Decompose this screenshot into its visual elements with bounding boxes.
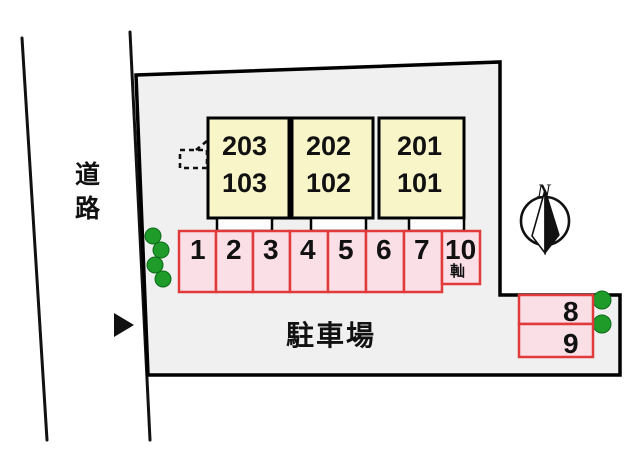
compass-north-label: N	[537, 181, 551, 202]
shrub-icon	[592, 314, 612, 334]
unit-label-201: 201	[397, 131, 443, 161]
unit-label-202: 202	[306, 131, 352, 161]
parking-stall-label-6: 6	[376, 234, 392, 265]
parking-stall-label-4: 4	[300, 234, 316, 265]
unit-2-entry-tab	[309, 216, 368, 233]
unit-label-102: 102	[306, 168, 352, 198]
shrub-icon	[152, 241, 170, 259]
parking-stall-label-2: 2	[226, 234, 242, 265]
parking-stall-kei-note: 軕	[450, 262, 466, 280]
entrance-arrow-icon	[114, 313, 134, 337]
parking-stall-shape[interactable]	[517, 322, 595, 359]
building-unit-3-shape	[206, 116, 291, 220]
road-far-edge	[20, 36, 49, 442]
shrub-icon	[146, 256, 164, 274]
parking-lot-title: 駐車場	[286, 319, 377, 352]
parking-stall-label-10: 10	[445, 234, 477, 265]
parking-stall-label-5: 5	[338, 234, 354, 265]
parking-row-main	[177, 229, 444, 294]
dashed-callout-tick	[195, 139, 208, 152]
shrub-icon	[144, 227, 162, 245]
unit-1-entry-tab	[407, 216, 466, 233]
unit-label-203: 203	[222, 131, 268, 161]
parking-stall-shape[interactable]	[517, 293, 595, 326]
building-unit-2-shape	[290, 116, 375, 220]
road-label-char-1: 道	[75, 160, 101, 189]
compass-rose-icon	[519, 189, 571, 256]
parking-stall-shape[interactable]	[288, 229, 330, 294]
parking-stall-label-1: 1	[190, 234, 206, 265]
parking-stall-label-8: 8	[563, 296, 579, 327]
unit-label-103: 103	[222, 168, 268, 198]
parking-stall-kei-shape[interactable]	[440, 229, 482, 286]
road-label-char-2: 路	[75, 194, 101, 223]
parking-stall-label-9: 9	[563, 328, 579, 359]
parking-stall-label-3: 3	[263, 234, 279, 265]
shrub-icon	[154, 270, 172, 288]
shrub-icon	[592, 290, 612, 310]
unit-3-entry-tab	[215, 216, 274, 233]
parking-stall-shape[interactable]	[214, 229, 255, 294]
unit-label-101: 101	[397, 168, 443, 198]
parking-stall-label-7: 7	[414, 234, 430, 265]
